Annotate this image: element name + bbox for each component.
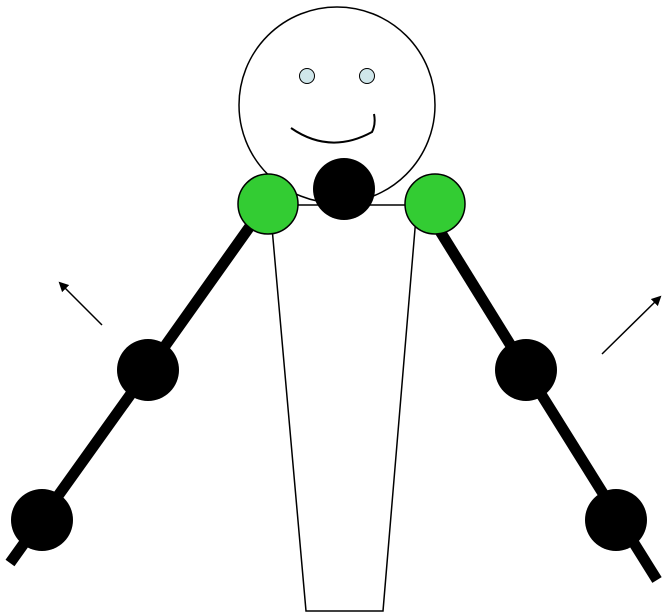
left-motion-arrow xyxy=(58,281,103,326)
left-shoulder-joint xyxy=(237,173,299,235)
torso-trapezoid xyxy=(269,204,418,612)
neck-joint xyxy=(313,158,375,220)
smile-mouth xyxy=(290,113,376,144)
right-wrist-joint xyxy=(585,489,647,551)
right-eye xyxy=(359,68,375,84)
left-elbow-joint xyxy=(117,339,179,401)
right-shoulder-joint xyxy=(404,173,466,235)
right-motion-arrow xyxy=(601,295,662,355)
right-elbow-joint xyxy=(495,339,557,401)
left-eye xyxy=(299,68,315,84)
right-forearm xyxy=(521,367,662,583)
left-upper-arm xyxy=(143,211,263,374)
left-wrist-joint xyxy=(11,489,73,551)
